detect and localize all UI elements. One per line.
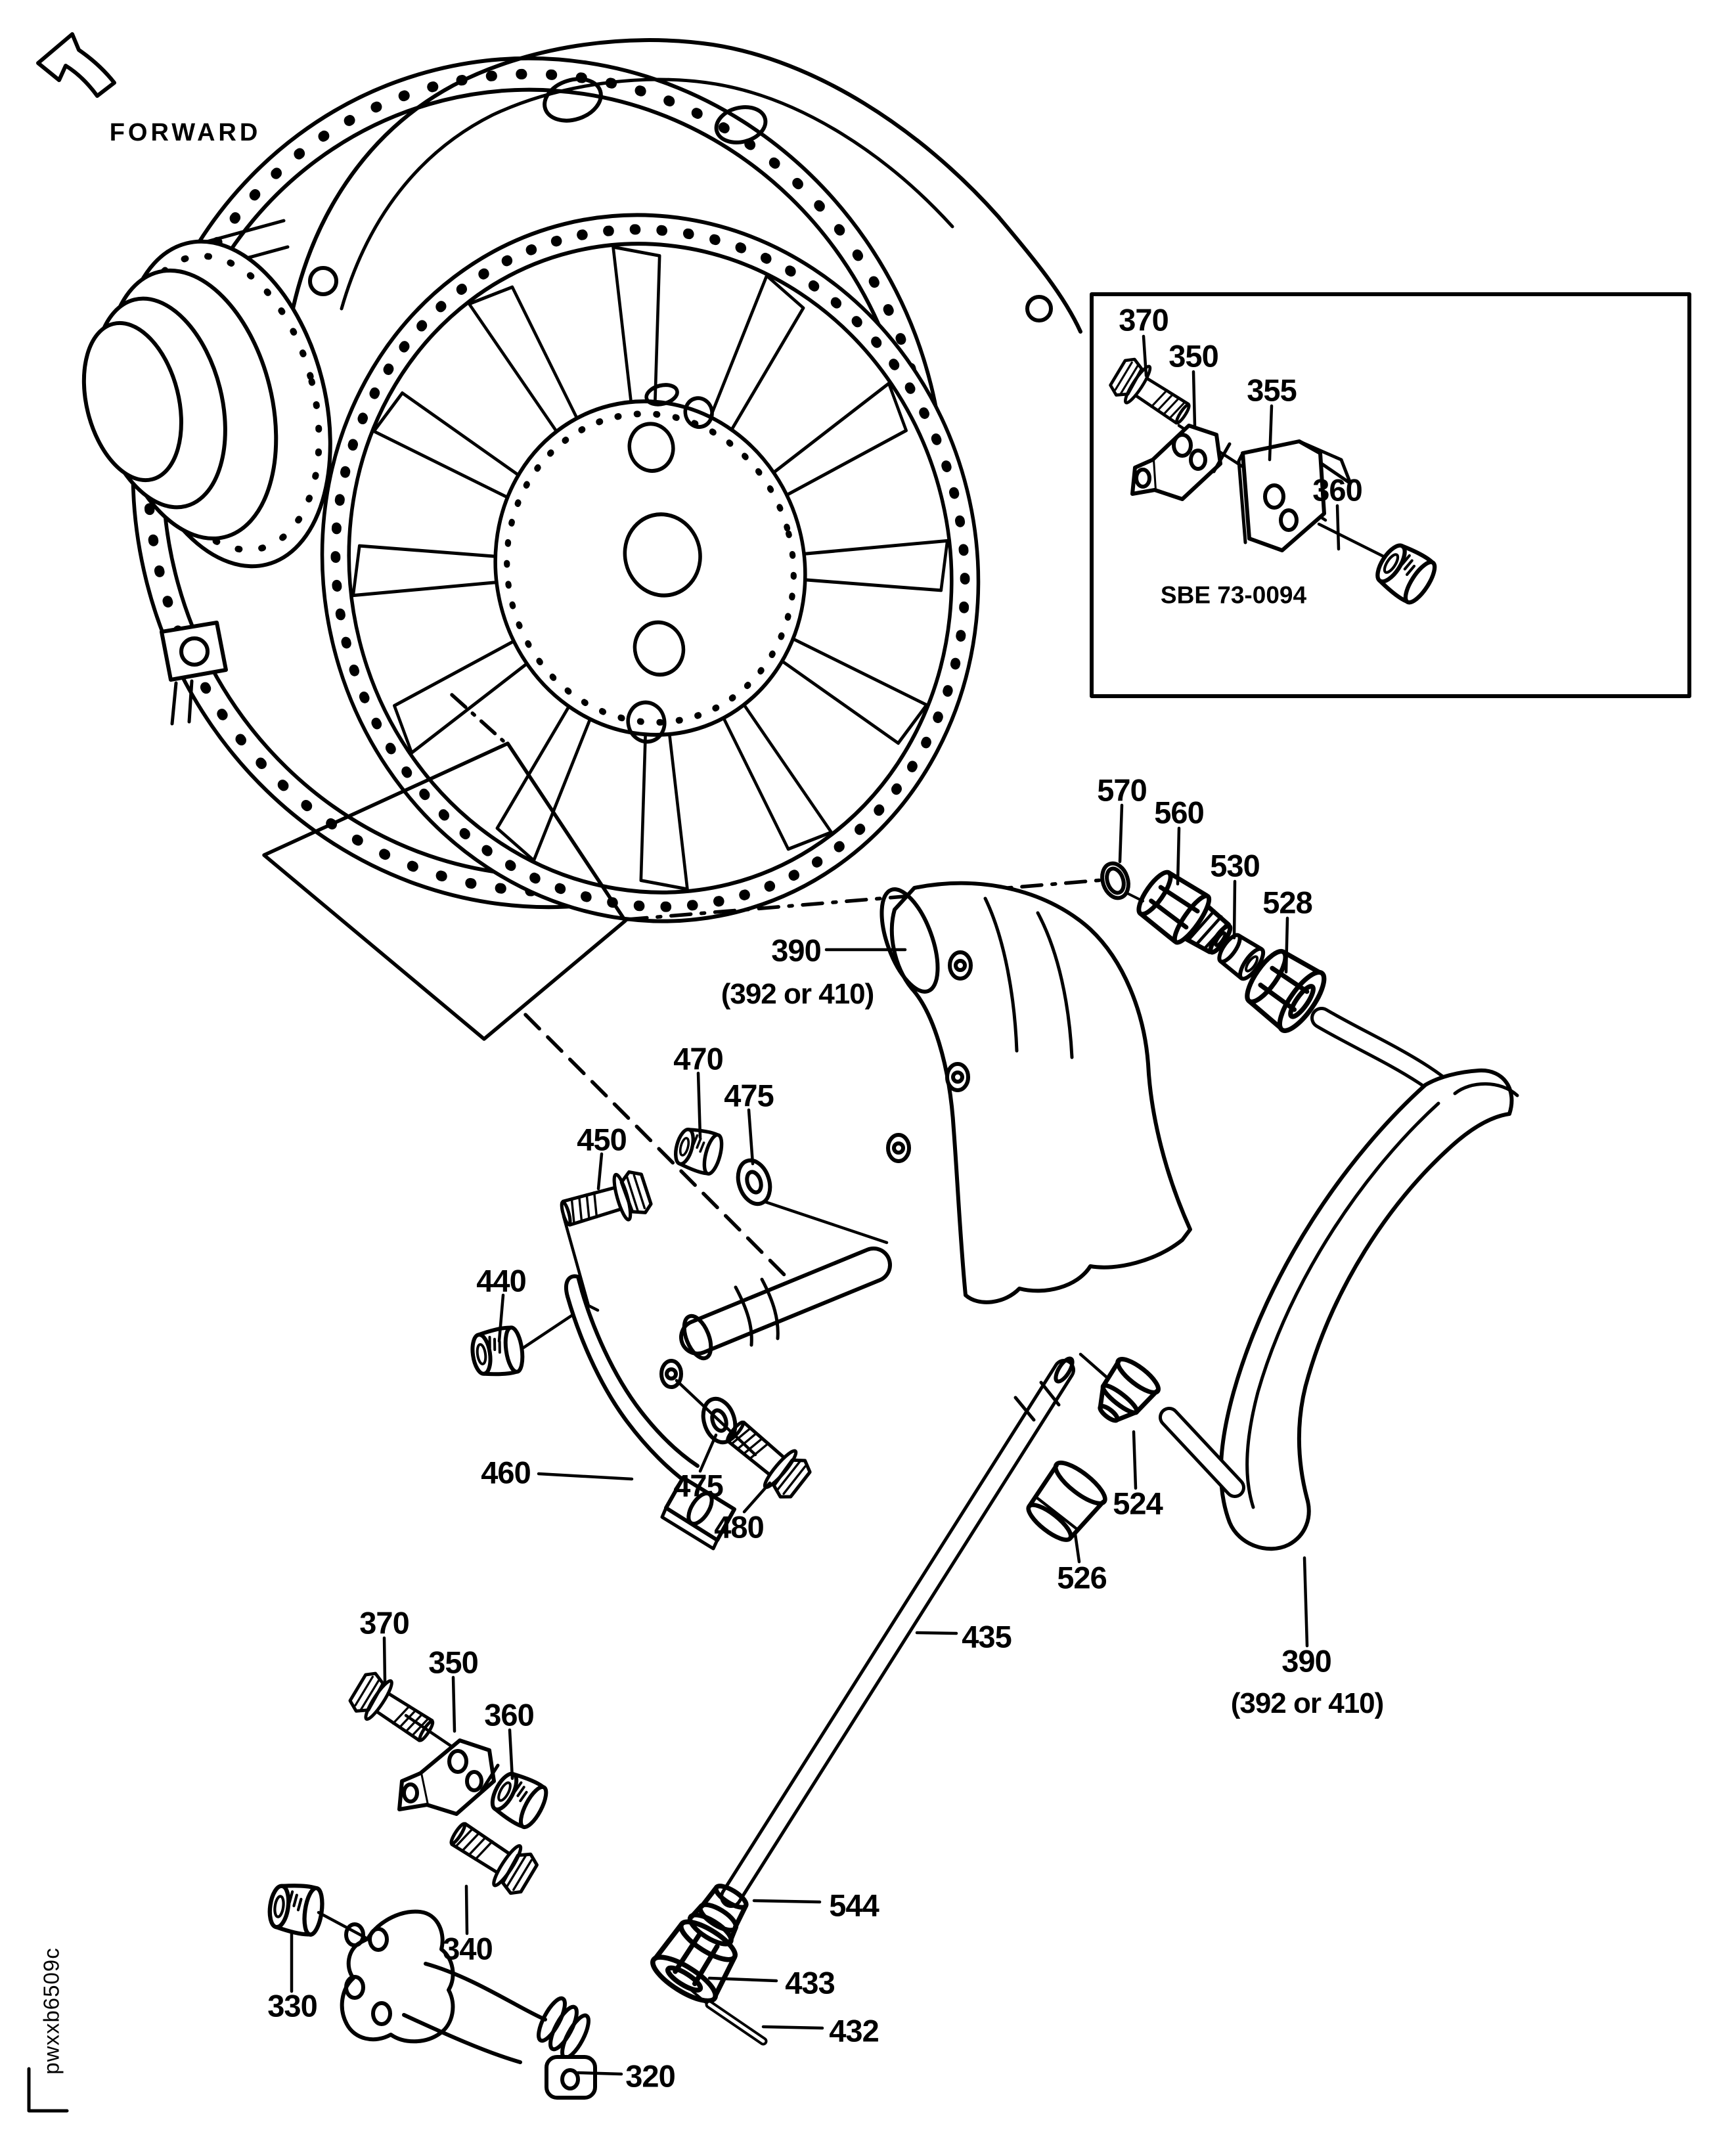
inset-bracket-355	[1237, 439, 1352, 552]
bracket-460	[564, 1274, 736, 1551]
part-label-475-upper: 475	[724, 1078, 774, 1113]
forward-arrow-icon	[36, 32, 116, 98]
nut-360-lower	[486, 1767, 551, 1831]
pipe-stub	[1079, 1352, 1245, 1498]
nut-330	[267, 1882, 324, 1936]
part-label-350-lower: 350	[428, 1645, 478, 1680]
union-524	[1087, 1354, 1163, 1432]
inset-box	[1090, 292, 1691, 698]
under-shield-pipe	[659, 1247, 892, 1457]
olive-432	[705, 2000, 768, 2046]
part-label-340: 340	[443, 1931, 493, 1966]
part-label-390-mid: 390	[771, 933, 821, 968]
bolt-450	[557, 1168, 654, 1237]
tube-nut-433	[647, 1912, 744, 2008]
part-label-526: 526	[1057, 1560, 1107, 1595]
part-label-530: 530	[1210, 848, 1260, 883]
part-label-355-inset: 355	[1247, 372, 1297, 408]
part-label-370-inset: 370	[1119, 302, 1168, 338]
watermark: pwxxb6509c	[39, 1947, 64, 2075]
bracket-350-lower	[397, 1738, 496, 1816]
part-label-544: 544	[829, 1888, 879, 1923]
corner-mark	[27, 2067, 69, 2113]
oil-pipe-435	[720, 1356, 1075, 1908]
bolt-480	[718, 1411, 814, 1503]
part-label-320: 320	[625, 2058, 675, 2094]
inset-bracket-350	[1130, 424, 1222, 501]
part-label-360-lower: 360	[484, 1697, 534, 1733]
part-label-475-lower: 475	[673, 1468, 723, 1503]
part-label-560: 560	[1154, 795, 1204, 830]
inset-caption: SBE 73-0094	[1160, 581, 1307, 609]
part-label-330: 330	[267, 1988, 317, 2023]
mounting-plane-outline	[262, 693, 1104, 1284]
bolt-370-lower	[345, 1668, 441, 1751]
part-label-570: 570	[1097, 772, 1147, 808]
part-label-480: 480	[714, 1509, 764, 1545]
part-label-460: 460	[481, 1455, 531, 1490]
part-label-524: 524	[1113, 1486, 1163, 1521]
part-label-360-inset: 360	[1312, 472, 1362, 508]
heat-shield-390-center	[879, 881, 1192, 1304]
part-label-435: 435	[962, 1619, 1012, 1654]
part-label-390-mid-alt: (392 or 410)	[721, 978, 875, 1010]
elbow-320	[340, 1909, 597, 2100]
part-label-432: 432	[829, 2013, 879, 2048]
part-label-470: 470	[673, 1041, 723, 1076]
part-label-450: 450	[577, 1122, 627, 1157]
inset-nut-360	[1371, 539, 1440, 607]
oring-570	[1098, 860, 1144, 901]
part-label-390-lowright: 390	[1281, 1643, 1331, 1679]
part-label-390-lowright-alt: (392 or 410)	[1230, 1687, 1385, 1719]
part-label-370-lower: 370	[359, 1605, 409, 1641]
capnut-470	[672, 1125, 725, 1176]
main-assembly	[81, 38, 1082, 923]
leader-lines	[290, 334, 1341, 2076]
union-526	[1020, 1457, 1110, 1548]
part-label-350-inset: 350	[1168, 338, 1218, 374]
part-label-528: 528	[1262, 885, 1312, 920]
forward-label: FORWARD	[109, 119, 261, 146]
heat-shield-390-right	[1218, 1068, 1519, 1551]
part-label-440: 440	[476, 1263, 526, 1298]
capnut-440	[470, 1326, 525, 1378]
part-label-433: 433	[785, 1965, 835, 2000]
